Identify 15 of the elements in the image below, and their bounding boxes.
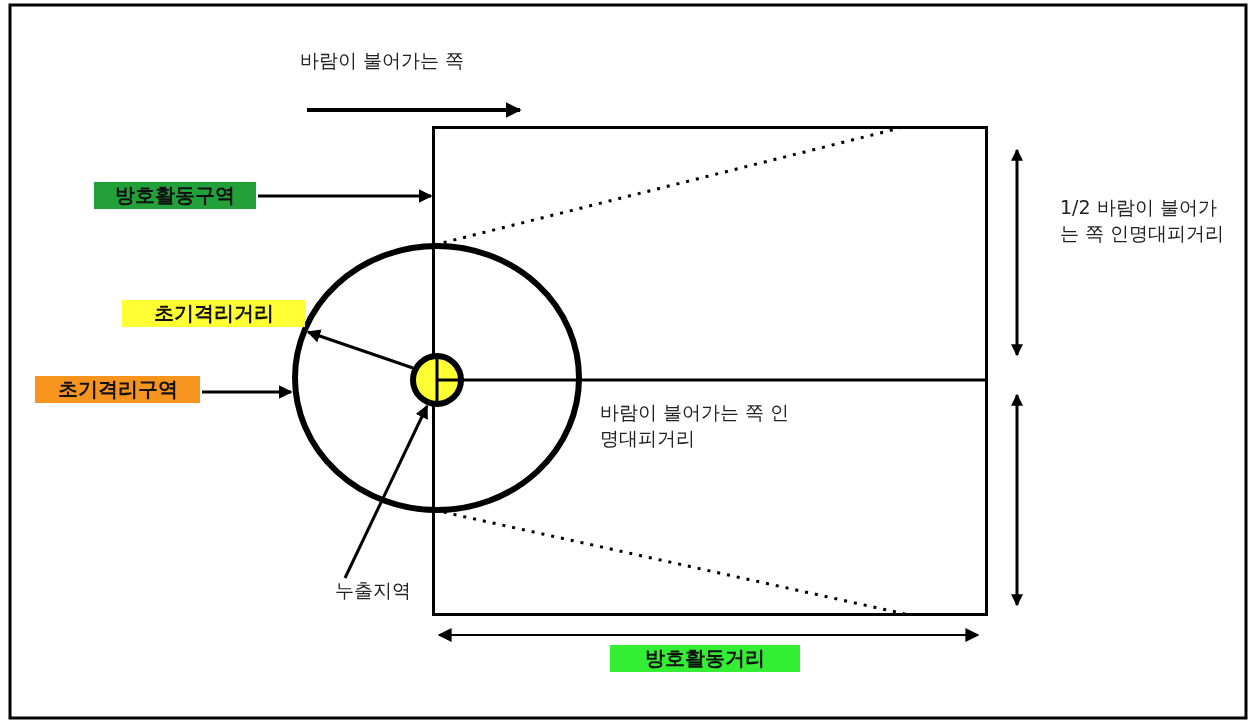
callout-text: 누출지역 bbox=[325, 578, 421, 604]
highlighted-label: 방호활동구역 bbox=[94, 182, 256, 209]
leader-arrow bbox=[306, 329, 414, 370]
leader-arrow bbox=[343, 404, 429, 579]
zone-rectangle bbox=[432, 126, 988, 616]
highlighted-label: 초기격리구역 bbox=[35, 376, 200, 403]
spill-circle bbox=[410, 353, 464, 407]
highlighted-label: 방호활동거리 bbox=[610, 645, 800, 672]
dimension-label: 1/2 바람이 불어가는 쪽 인명대피거리 bbox=[1060, 195, 1226, 246]
direction-label: 바람이 불어가는 쪽 bbox=[300, 48, 466, 73]
highlighted-label: 초기격리거리 bbox=[122, 300, 305, 327]
isolation-circle bbox=[292, 243, 582, 513]
dimension-label: 바람이 불어가는 쪽 인명대피거리 bbox=[600, 400, 791, 451]
leader-arrow bbox=[258, 189, 433, 203]
leader-arrow bbox=[202, 385, 293, 399]
